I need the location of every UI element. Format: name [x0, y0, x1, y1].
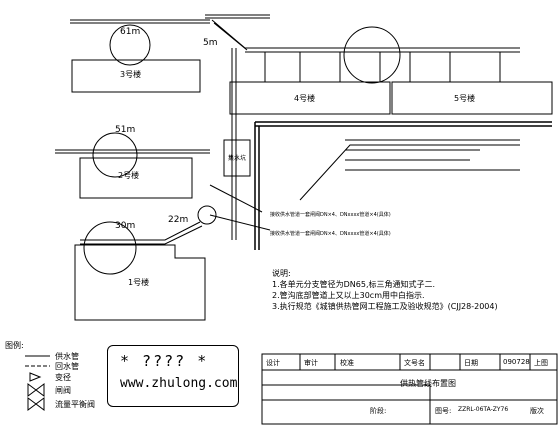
tb-version-label: 版次	[530, 407, 544, 415]
notes-line-3: 3.执行规范《城镇供热管网工程施工及验收规范》(CJJ28-2004)	[272, 302, 498, 311]
label-well: 集水坑	[228, 154, 246, 162]
leader-line-1	[299, 144, 520, 201]
watermark-box: * ???? * www.zhulong.com	[107, 345, 239, 407]
legend-supply: 供水管	[55, 352, 79, 361]
trench-wall	[254, 121, 552, 250]
notes: 说明: 1.各单元分支管径为DN65,标三角通知式子二. 2.管沟底部管道上又以…	[272, 268, 498, 312]
dim-51m: 51m	[115, 125, 135, 135]
tb-check: 校准	[340, 359, 354, 367]
dim-22m: 22m	[168, 215, 188, 225]
leader-line-3	[209, 184, 263, 213]
watermark-line1: * ???? *	[120, 352, 209, 370]
legend-reducer: 变径	[55, 373, 71, 382]
legend-balancing-valve: 流量平衡阀	[55, 400, 95, 409]
tb-title: 供热管线布置图	[400, 379, 456, 388]
legend-balancing-valve-icon	[27, 397, 45, 411]
detail-circle-1	[83, 221, 137, 275]
well-box	[223, 139, 251, 177]
valve-node	[197, 205, 217, 225]
tb-docno-label: 文号名	[404, 359, 425, 367]
legend-return: 回水管	[55, 362, 79, 371]
legend-valve-icon	[27, 383, 45, 397]
detail-circle-4	[343, 26, 401, 84]
callout-2: 接收供水管道一套闸阀DN×4、DNxxxx管道×4(具体)	[270, 230, 391, 237]
legend-reducer-icon	[29, 372, 42, 382]
building-4	[229, 81, 391, 115]
main-riser	[231, 48, 237, 240]
tb-design: 设计	[266, 359, 280, 367]
tb-page-label: 上图	[534, 359, 548, 367]
label-b4: 4号楼	[294, 93, 315, 103]
label-b5: 5号楼	[454, 93, 475, 103]
leader-line-2	[209, 214, 271, 231]
building-3	[71, 59, 201, 93]
tb-date-value: 090728	[503, 358, 530, 366]
notes-line-1: 1.各单元分支管径为DN65,标三角通知式子二.	[272, 280, 436, 289]
legend-title: 图例:	[5, 341, 24, 350]
label-b1: 1号楼	[128, 277, 149, 287]
title-block	[261, 353, 558, 425]
label-b2: 2号楼	[118, 170, 139, 180]
dim-30m: 30m	[115, 221, 135, 231]
watermark-line2: www.zhulong.com	[120, 376, 238, 391]
tb-drawing-value: ZZRL-06TA-ZY76	[458, 406, 509, 413]
notes-line-2: 2.管沟底部管道上又以上30cm用中白指示.	[272, 291, 425, 300]
dim-5m: 5m	[203, 38, 218, 48]
dim-61m: 61m	[120, 27, 140, 37]
detail-circle-3	[109, 24, 151, 66]
legend-valve: 闸阀	[55, 386, 71, 395]
building-2	[79, 157, 193, 199]
callout-1: 接收供水管道一套闸阀DN×4、DNxxxx管道×4(具体)	[270, 211, 391, 218]
notes-title: 说明:	[272, 269, 291, 278]
building-5	[391, 81, 553, 115]
label-b3: 3号楼	[120, 69, 141, 79]
branch-pipe	[211, 19, 248, 51]
tb-date-label: 日期	[464, 359, 478, 367]
supply-pipe-top	[70, 14, 270, 24]
tb-review: 审计	[304, 359, 318, 367]
detail-circle-2	[92, 132, 138, 178]
main-pipe-east	[245, 47, 520, 53]
tb-stage-label: 阶段:	[370, 407, 387, 415]
tb-drawing-label: 图号:	[435, 407, 452, 415]
building-1	[74, 244, 206, 321]
